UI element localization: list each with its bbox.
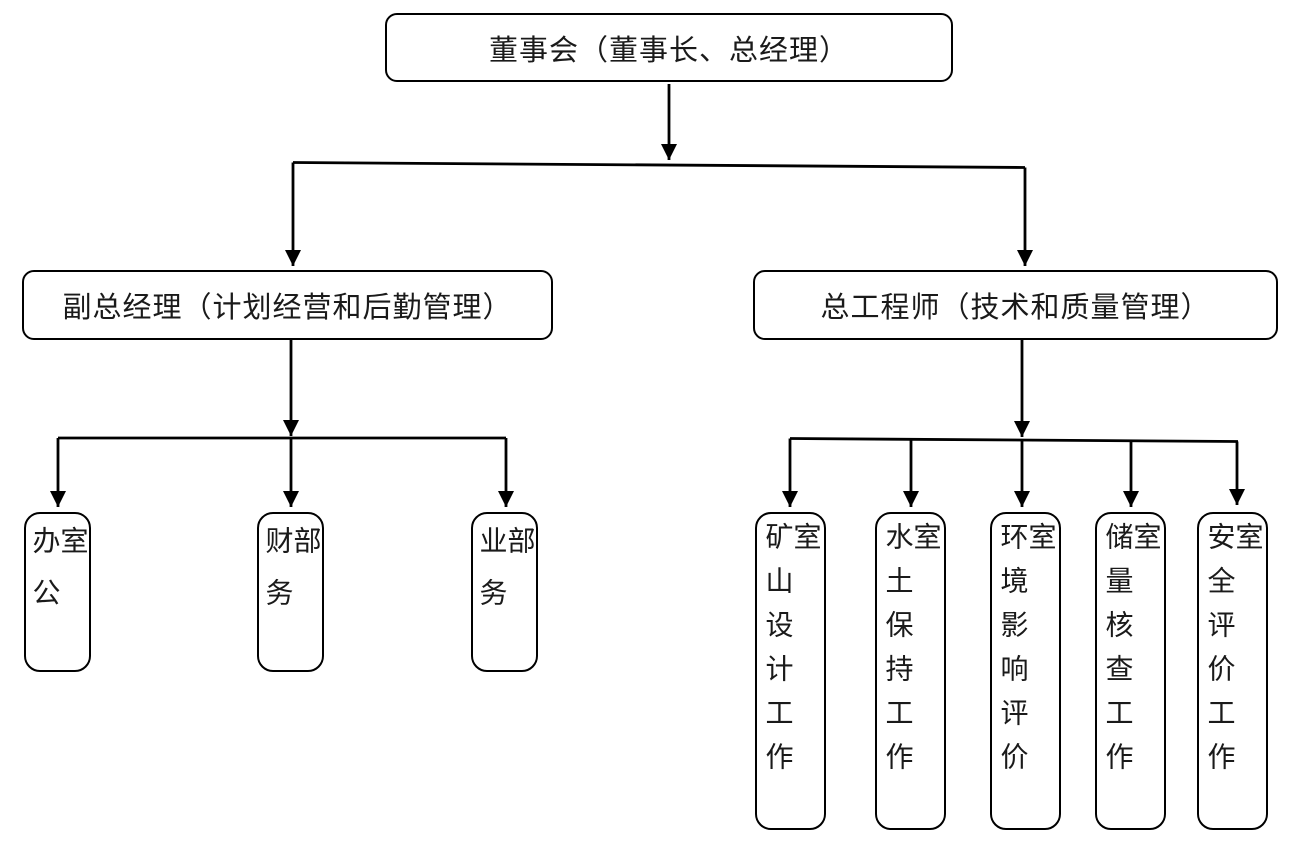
box-deputy-general-manager-label: 副总经理（计划经营和后勤管理）: [62, 292, 513, 324]
box-finance-department: 财务部: [257, 512, 324, 672]
box-environmental-impact-assessment-room: 环境影响评价室: [990, 512, 1061, 830]
box-safety-evaluation-studio: 安全评价工作室: [1197, 512, 1268, 830]
box-board-of-directors: 董事会（董事长、总经理）: [385, 13, 953, 82]
box-office-label: 办公室: [28, 526, 88, 630]
box-chief-engineer-label: 总工程师（技术和质量管理）: [820, 292, 1211, 324]
box-board-of-directors-label: 董事会（董事长、总经理）: [488, 34, 849, 67]
box-business-department-label: 业务部: [475, 526, 535, 630]
box-environmental-impact-assessment-room-label: 环境影响评价室: [996, 522, 1056, 786]
box-reserve-verification-studio-label: 储量核查工作室: [1101, 522, 1161, 786]
box-business-department: 业务部: [471, 512, 538, 672]
box-soil-water-conservation-studio: 水土保持工作室: [875, 512, 946, 830]
box-deputy-general-manager: 副总经理（计划经营和后勤管理）: [22, 270, 553, 340]
box-office: 办公室: [24, 512, 91, 672]
box-reserve-verification-studio: 储量核查工作室: [1095, 512, 1166, 830]
box-safety-evaluation-studio-label: 安全评价工作室: [1203, 522, 1263, 786]
box-mine-design-studio: 矿山设计工作室: [755, 512, 826, 830]
box-mine-design-studio-label: 矿山设计工作室: [761, 522, 821, 786]
connector-group: [50, 84, 1245, 507]
box-chief-engineer: 总工程师（技术和质量管理）: [753, 270, 1278, 340]
box-soil-water-conservation-studio-label: 水土保持工作室: [881, 522, 941, 786]
box-finance-department-label: 财务部: [261, 526, 321, 630]
